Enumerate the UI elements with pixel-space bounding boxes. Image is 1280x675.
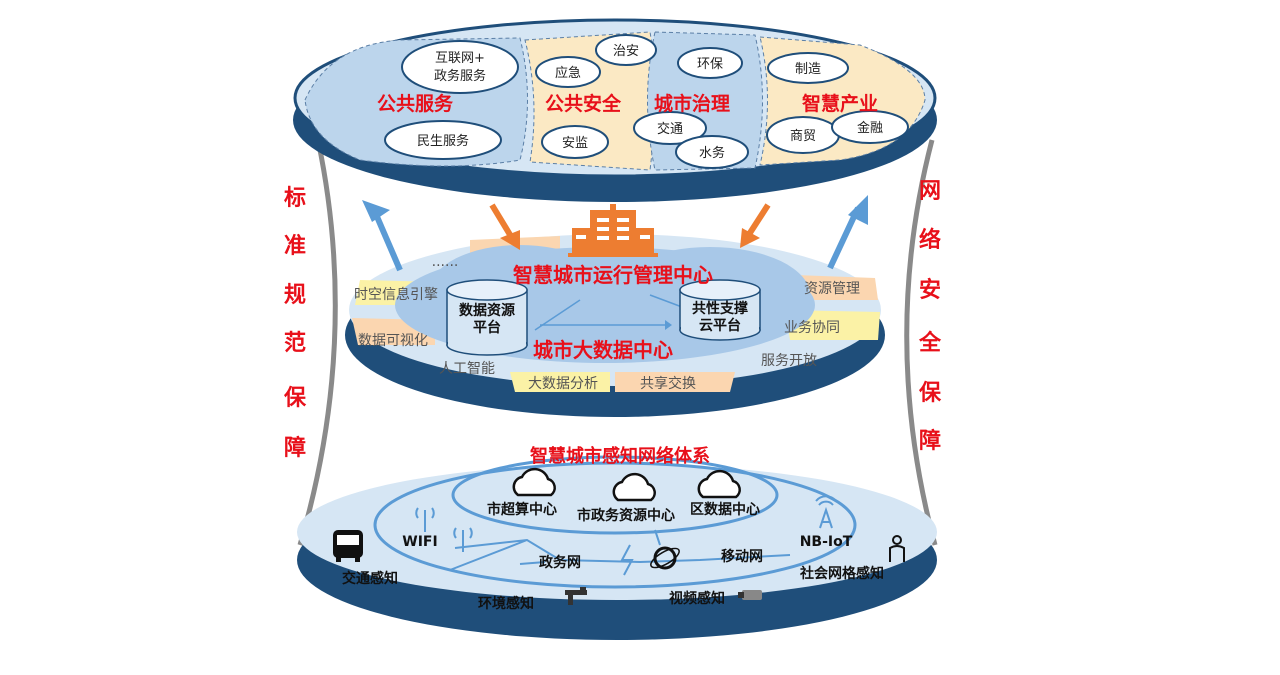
top-items (384, 34, 909, 169)
item-safety-supervision: 安监 (562, 136, 588, 151)
cloud-icons (512, 467, 741, 502)
network-label-wifi: WIFI (402, 534, 437, 550)
ring-item: ...... (432, 254, 459, 270)
left-label-char: 规 (284, 283, 306, 308)
domain-public-safety: 公共安全 (545, 92, 622, 115)
center-label: 市超算中心 (487, 501, 557, 518)
ring-item: 服务开放 (761, 353, 817, 369)
big-data-center-title: 城市大数据中心 (533, 338, 673, 362)
ring-item: 数据可视化 (358, 333, 428, 349)
right-label-char: 络 (919, 227, 941, 253)
right-label-char: 保 (918, 381, 942, 406)
ring-item: 大数据分析 (528, 376, 598, 392)
ring-item: 时空信息引擎 (354, 286, 438, 303)
person-icon (889, 535, 905, 562)
cylinder-right-line1: 共性支撑 (692, 300, 748, 317)
cloud-icon (612, 472, 656, 502)
ring-item: 业务协同 (784, 320, 840, 336)
right-label-char: 全 (918, 330, 942, 356)
item-water: 水务 (699, 145, 725, 161)
left-label-char: 范 (284, 331, 306, 356)
ring-item: 人工智能 (439, 361, 495, 377)
domain-public-service: 公共服务 (377, 92, 454, 115)
network-label-nbiot: NB-IoT (800, 534, 853, 550)
cylinder-common-support (679, 279, 761, 341)
right-label-char: 障 (919, 428, 941, 454)
cylinder-right-line2: 云平台 (699, 317, 741, 334)
item-livelihood: 民生服务 (417, 133, 469, 149)
faucet-icon (565, 587, 587, 605)
item-internet-plus: 互联网+ (435, 51, 485, 66)
item-traffic: 交通 (657, 121, 683, 137)
center-label: 区数据中心 (690, 501, 760, 518)
cloud-icon (697, 469, 741, 499)
sensing-label-video: 视频感知 (669, 590, 725, 607)
wifi-antenna-icon (415, 507, 473, 552)
ie-browser-icon (650, 546, 680, 570)
ring-item: 资源管理 (804, 281, 860, 297)
cylinder-left-line1: 数据资源 (459, 302, 515, 319)
network-label-gov: 政务网 (539, 554, 581, 571)
camera-icon (738, 590, 762, 600)
sensing-label-traffic: 交通感知 (342, 570, 398, 587)
item-public-order: 治安 (613, 44, 639, 59)
right-label-char: 安 (919, 277, 941, 303)
ops-center-title: 智慧城市运行管理中心 (513, 263, 713, 287)
building-icon (568, 204, 658, 257)
cylinder-left-line2: 平台 (473, 319, 501, 336)
right-support-curve (904, 139, 938, 546)
left-label-char: 标 (284, 185, 306, 211)
item-gov-service: 政务服务 (434, 68, 486, 84)
item-commerce: 商贸 (790, 129, 816, 144)
down-arrow-left-icon (489, 203, 515, 240)
item-emergency: 应急 (555, 65, 581, 81)
domain-city-governance: 城市治理 (654, 92, 730, 115)
nb-iot-tower-icon (815, 495, 837, 529)
sensing-label-environment: 环境感知 (478, 595, 534, 612)
cylinder-data-resource (446, 279, 528, 356)
bottom-disk (297, 455, 937, 640)
lightning-icon (620, 544, 634, 576)
left-label-char: 障 (284, 435, 306, 461)
perception-network-title: 智慧城市感知网络体系 (530, 445, 710, 467)
network-label-mobile: 移动网 (721, 548, 763, 565)
bus-icon (333, 530, 363, 562)
center-label: 市政务资源中心 (577, 507, 675, 524)
left-label-char: 保 (283, 386, 307, 411)
arrow-icons (362, 195, 868, 331)
up-arrow-right-icon (827, 206, 861, 270)
up-arrow-left-icon (372, 210, 403, 272)
left-support-curve (297, 139, 338, 546)
sensing-label-social-grid: 社会网格感知 (799, 565, 884, 582)
item-environment: 环保 (697, 57, 723, 72)
down-arrow-right-icon (745, 203, 771, 238)
item-finance: 金融 (857, 120, 883, 136)
domain-smart-industry: 智慧产业 (802, 92, 878, 115)
item-manufacturing: 制造 (795, 62, 821, 77)
ring-item: 共享交换 (640, 375, 696, 392)
cloud-icon (512, 467, 556, 497)
left-label-char: 准 (284, 234, 306, 259)
right-label-char: 网 (919, 179, 941, 204)
